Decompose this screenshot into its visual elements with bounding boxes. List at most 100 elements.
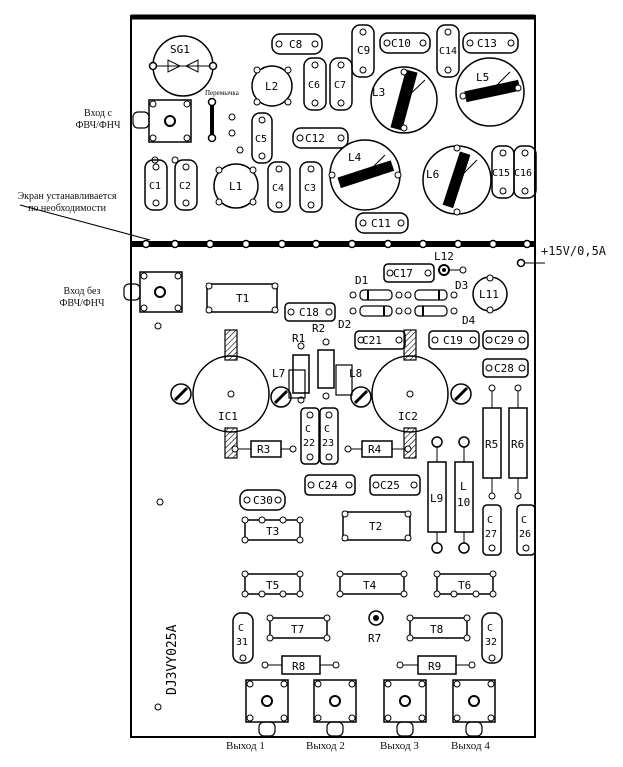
t6-label: T6 — [458, 579, 471, 592]
c13: C13 — [462, 32, 519, 54]
l5: L5 — [455, 57, 525, 127]
input2-label-line2: ФВЧ/ФНЧ — [59, 298, 105, 309]
d2: D2 — [338, 305, 403, 331]
t4: T4 — [336, 570, 408, 598]
output-connector-1 — [245, 679, 289, 737]
c28-label: C28 — [494, 362, 514, 375]
screen-pads — [141, 239, 532, 249]
l1-label: L1 — [229, 180, 242, 193]
r9-label: R9 — [428, 660, 441, 673]
c26-label-a: C — [521, 515, 527, 526]
input-connector-2 — [123, 271, 183, 330]
t6: T6 — [433, 570, 497, 598]
c31: C 31 — [232, 612, 254, 664]
output-4-label: Выход 4 — [451, 740, 490, 752]
l7-label: L7 — [272, 367, 285, 380]
l9-label: L9 — [430, 492, 443, 505]
c17-label: C17 — [393, 267, 413, 280]
c30-label: C30 — [253, 494, 273, 507]
c29: C29 — [482, 330, 529, 350]
r7-label: R7 — [368, 632, 381, 645]
t7: T7 — [266, 614, 331, 642]
c32-label-a: C — [487, 623, 493, 634]
ic2-label: IC2 — [398, 410, 418, 423]
c14-label: C14 — [439, 46, 457, 57]
l1: L1 — [213, 163, 259, 209]
d2-label: D2 — [338, 318, 351, 331]
c10-label: C10 — [391, 37, 411, 50]
c17: C17 — [383, 263, 435, 283]
t3: T3 — [241, 516, 304, 544]
c5: C5 — [251, 112, 273, 164]
c9: C9 — [351, 24, 375, 78]
t1-label: T1 — [236, 292, 249, 305]
t4-label: T4 — [363, 579, 377, 592]
l7: L7 — [272, 367, 306, 399]
l8-label: L8 — [349, 367, 362, 380]
c26: C 26 — [516, 504, 536, 556]
r5-label: R5 — [485, 438, 498, 451]
c25-label: C25 — [380, 479, 400, 492]
screen-note-leader — [19, 204, 151, 241]
c13-label: C13 — [477, 37, 497, 50]
c12-label: C12 — [305, 132, 325, 145]
output-connector-2 — [313, 679, 357, 737]
c11: C11 — [355, 212, 409, 234]
r9: R9 — [396, 655, 476, 675]
output-connector-3 — [383, 679, 427, 737]
input-label-line1: Вход с — [84, 108, 112, 119]
c2-label: C2 — [179, 181, 191, 192]
input-without-filter-label: Вход без ФВЧ/ФНЧ — [52, 286, 112, 310]
d4: D4 — [404, 305, 476, 327]
mount-pad-2 — [154, 703, 162, 711]
c19-label: C19 — [443, 334, 463, 347]
c21: C21 — [354, 330, 406, 350]
r4-label: R4 — [368, 443, 382, 456]
l4: L4 — [328, 139, 402, 211]
c9-label: C9 — [357, 44, 370, 57]
c15: C15 — [491, 145, 515, 199]
r6-label: R6 — [511, 438, 524, 451]
c31-label-a: C — [238, 623, 244, 634]
c22-label-a: C — [305, 424, 311, 435]
c16: C16 — [513, 145, 537, 199]
c8: C8 — [271, 33, 323, 55]
screen-note-line1: Экран устанавливается — [17, 191, 117, 202]
c22: C 22 — [300, 407, 320, 465]
c3: C3 — [299, 161, 323, 213]
c8-label: C8 — [289, 38, 302, 51]
l4-label: L4 — [348, 151, 362, 164]
sg1: SG1 — [148, 35, 218, 97]
input-with-filter-label: Вход с ФВЧ/ФНЧ — [68, 108, 128, 132]
c23: C 23 — [319, 407, 339, 465]
c26-label-b: 26 — [519, 529, 531, 540]
c24: C24 — [304, 474, 356, 496]
d1: D1 — [349, 274, 403, 301]
c15-label: C15 — [492, 168, 510, 179]
c23-label-b: 23 — [322, 438, 334, 449]
c32: C 32 — [481, 612, 503, 664]
t2-label: T2 — [369, 520, 382, 533]
mount-pad-1 — [156, 498, 164, 506]
ic2: IC2 — [350, 355, 472, 433]
t2: T2 — [341, 510, 412, 542]
misc-pads-upper — [151, 113, 244, 164]
l9: L9 — [427, 436, 447, 554]
c27-label-a: C — [487, 515, 493, 526]
r2-label: R2 — [312, 322, 325, 335]
l12-label: L12 — [434, 250, 454, 263]
c32-label-b: 32 — [485, 637, 497, 648]
t1: T1 — [205, 282, 279, 314]
t8-label: T8 — [430, 623, 443, 636]
power-label: +15V/0,5A — [541, 244, 607, 258]
c25: C25 — [369, 474, 421, 496]
l5-label: L5 — [476, 71, 489, 84]
r2: R2 — [312, 322, 335, 400]
ic1: IC1 — [170, 355, 292, 433]
t5-label: T5 — [266, 579, 279, 592]
r4: R4 — [344, 440, 412, 458]
c12: C12 — [292, 127, 349, 149]
c18: C18 — [284, 302, 336, 322]
power-pad — [516, 258, 526, 268]
screen-note-line2: по необходимости — [28, 203, 106, 214]
